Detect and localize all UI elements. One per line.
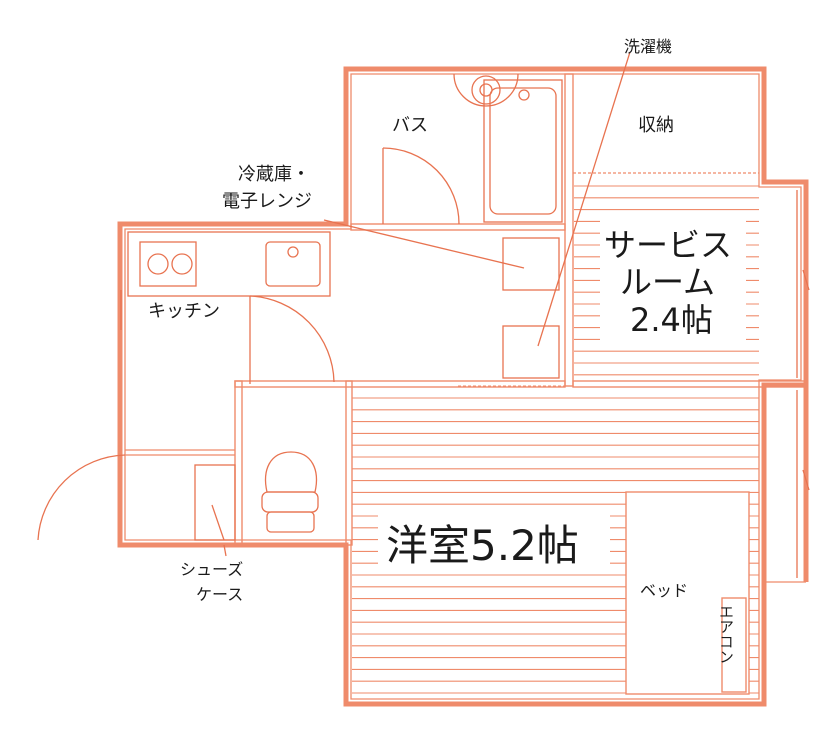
storage-label: 収納 xyxy=(638,115,674,136)
toilet xyxy=(261,451,319,533)
entrance-door xyxy=(37,454,126,541)
shoe-case-label-line1: シューズ xyxy=(180,560,243,579)
western-room-label: 洋室5.2帖 xyxy=(386,521,579,570)
leader-lines xyxy=(323,51,631,347)
shower-fixture xyxy=(453,73,519,107)
bed-label: ベッド xyxy=(640,581,688,600)
interior-walls xyxy=(125,73,809,583)
service-room-label-line1: サービス xyxy=(604,226,732,264)
bathtub xyxy=(483,79,563,223)
aircon-label: エアコン xyxy=(717,604,735,664)
windows xyxy=(120,190,810,578)
bath-door xyxy=(382,147,460,225)
service-room-label-line2: ルーム xyxy=(620,263,715,301)
shoe-case xyxy=(194,464,236,557)
service-room-size: 2.4帖 xyxy=(630,301,713,339)
fridge-microwave-box xyxy=(502,237,560,291)
outer-walls xyxy=(117,66,809,707)
washer-label: 洗濯機 xyxy=(624,37,672,56)
fridge-label-line2: 電子レンジ xyxy=(222,191,312,212)
washer-box xyxy=(502,325,560,379)
kitchen-door xyxy=(249,295,335,384)
western-label-bg xyxy=(378,508,610,574)
shoe-case-label-line2: ケース xyxy=(196,585,243,604)
service-label-bg xyxy=(600,220,746,344)
bath-label: バス xyxy=(392,115,428,136)
aircon-box xyxy=(721,597,747,693)
fridge-label-line1: 冷蔵庫・ xyxy=(238,164,310,185)
kitchen-label: キッチン xyxy=(148,301,220,322)
kitchen-counter xyxy=(127,231,331,297)
